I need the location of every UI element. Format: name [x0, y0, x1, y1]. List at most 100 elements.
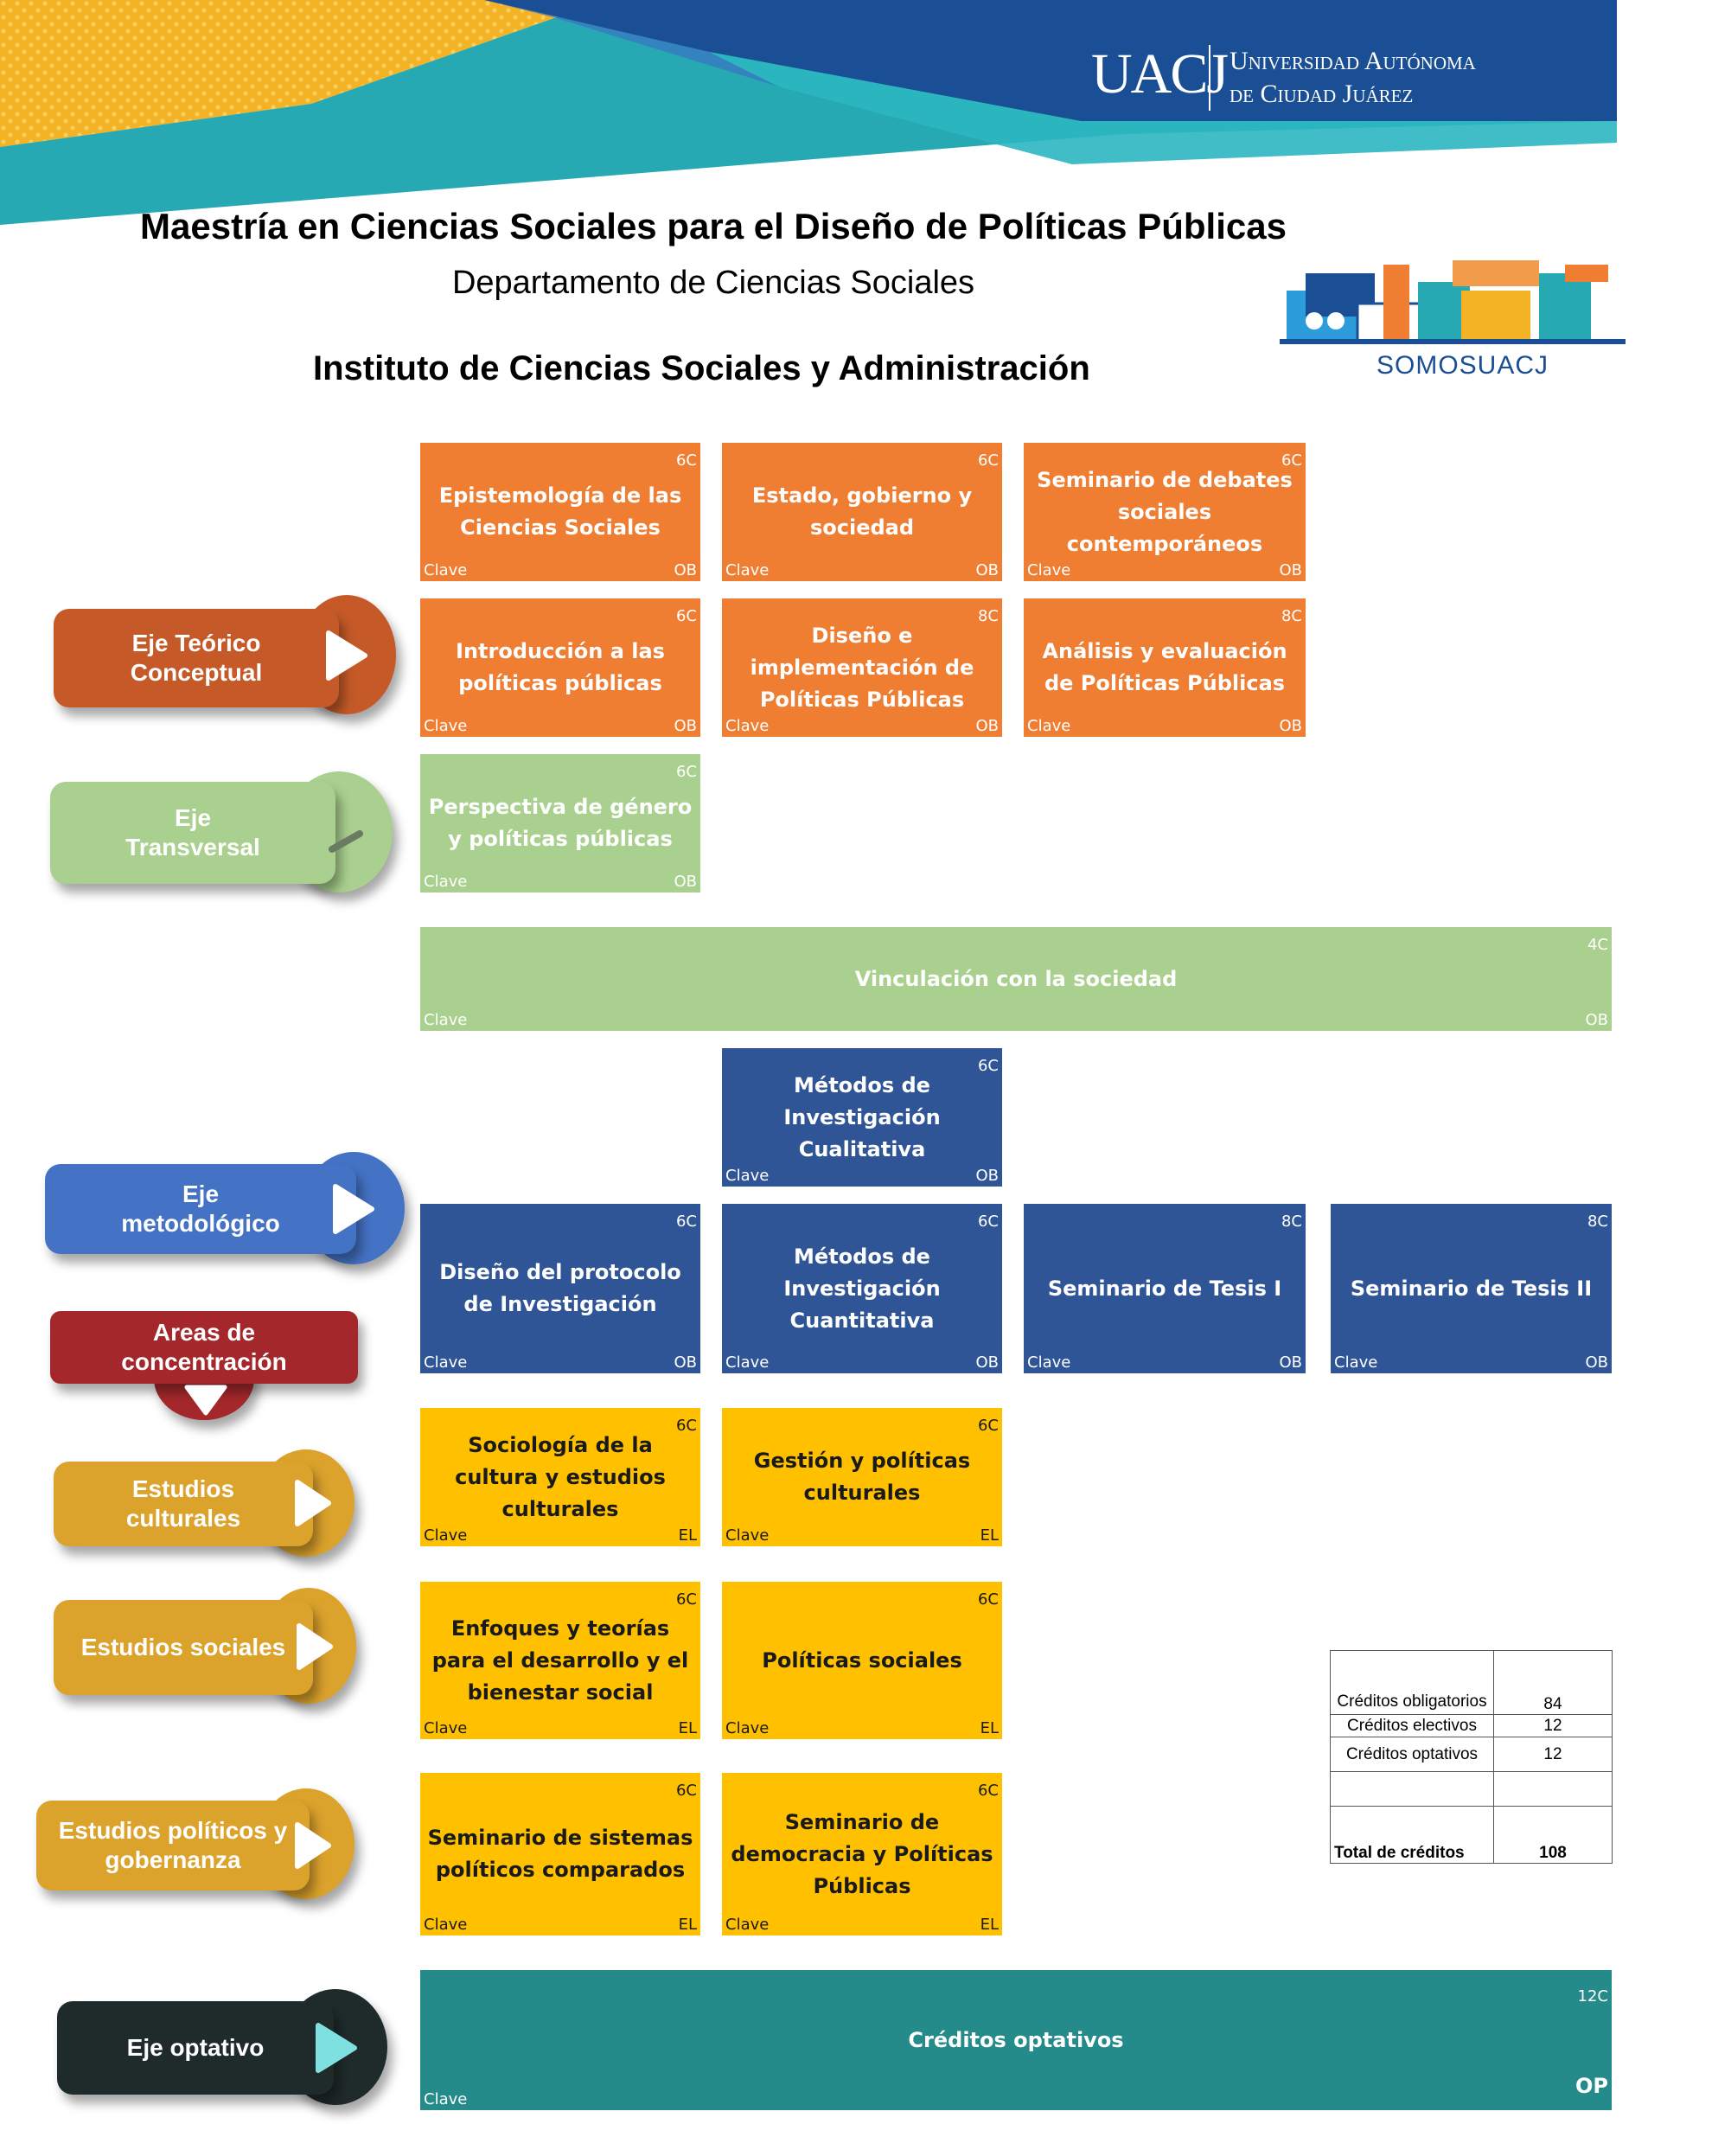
course-clave: Clave [424, 873, 468, 891]
course-clave: Clave [1027, 561, 1071, 579]
axis-teorico-pill: Eje Teórico Conceptual [54, 609, 339, 707]
course-card[interactable]: 6C Métodos de Investigación Cualitativa … [722, 1048, 1002, 1187]
course-name: Perspectiva de género y políticas públic… [428, 795, 693, 851]
course-credits: 6C [977, 1417, 999, 1435]
axis-politicos-label: Estudios políticos y gobernanza [58, 1817, 288, 1873]
course-credits: 8C [1281, 1212, 1302, 1231]
course-credits: 8C [1587, 1212, 1608, 1231]
course-clave: Clave [725, 1719, 770, 1737]
course-clave: Clave [424, 717, 468, 735]
table-cell: Créditos obligatorios [1330, 1650, 1494, 1715]
play-icon[interactable] [292, 1821, 334, 1870]
course-credits: 6C [977, 1782, 999, 1800]
course-credits: 6C [977, 1590, 999, 1609]
header-banner [0, 0, 1617, 225]
axis-culturales-label: Estudios culturales [125, 1475, 241, 1532]
course-card[interactable]: 6C Seminario de democracia y Políticas P… [722, 1773, 1002, 1935]
course-credits: 8C [977, 607, 999, 625]
course-name: Seminario de debates sociales contemporá… [1037, 467, 1293, 556]
play-icon[interactable] [330, 1183, 377, 1235]
course-clave: Clave [725, 1916, 770, 1934]
course-name: Enfoques y teorías para el desarrollo y … [431, 1615, 689, 1705]
course-card[interactable]: 6C Métodos de Investigación Cuantitativa… [722, 1204, 1002, 1373]
course-name: Seminario de Tesis I [1047, 1276, 1282, 1301]
course-name: Análisis y evaluación de Políticas Públi… [1042, 639, 1287, 695]
course-clave: Clave [725, 1353, 770, 1372]
play-icon[interactable] [294, 1622, 335, 1671]
course-name: Seminario de Tesis II [1350, 1276, 1593, 1301]
course-card[interactable]: 6C Epistemología de las Ciencias Sociale… [420, 443, 700, 581]
course-card[interactable]: 8C Seminario de Tesis I Clave OB [1024, 1204, 1306, 1373]
course-card[interactable]: 6C Gestión y políticas culturales Clave … [722, 1408, 1002, 1546]
course-name: Métodos de Investigación Cualitativa [783, 1072, 941, 1161]
course-clave: Clave [1334, 1353, 1378, 1372]
axis-politicos: Estudios políticos y gobernanza [36, 1788, 365, 1918]
play-icon[interactable] [313, 2022, 360, 2074]
axis-optativo-label: Eje optativo [126, 2034, 265, 2061]
course-type: OB [1585, 1353, 1608, 1372]
course-name: Métodos de Investigación Cuantitativa [783, 1244, 941, 1333]
program-title: Maestría en Ciencias Sociales para el Di… [140, 206, 1287, 246]
course-card[interactable]: 8C Análisis y evaluación de Políticas Pú… [1024, 598, 1306, 737]
course-card[interactable]: 6C Sociología de la cultura y estudios c… [420, 1408, 700, 1546]
course-card[interactable]: 6C Seminario de sistemas políticos compa… [420, 1773, 700, 1935]
course-credits: 6C [1281, 451, 1302, 470]
chevron-down-icon[interactable] [183, 1384, 228, 1417]
course-card[interactable]: 4C Vinculación con la sociedad Clave OB [420, 927, 1612, 1031]
somos-uacj-logo: SOMOSUACJ [1280, 256, 1626, 386]
course-card[interactable]: 6C Perspectiva de género y políticas púb… [420, 754, 700, 892]
course-card[interactable]: 6C Diseño del protocolo de Investigación… [420, 1204, 700, 1373]
course-clave: Clave [725, 1167, 770, 1185]
course-card[interactable]: 6C Enfoques y teorías para el desarrollo… [420, 1582, 700, 1739]
axis-optativo: Eje optativo [57, 1989, 394, 2119]
institute-name: Instituto de Ciencias Sociales y Adminis… [313, 349, 1090, 387]
course-type: OB [975, 1353, 999, 1372]
course-type: OB [674, 1353, 697, 1372]
course-credits: 6C [977, 1057, 999, 1075]
campus-illustration [1280, 260, 1626, 344]
axis-teorico: Eje Teórico Conceptual [54, 592, 399, 730]
course-card[interactable]: 8C Diseño e implementación de Políticas … [722, 598, 1002, 737]
course-card[interactable]: 6C Introducción a las políticas públicas… [420, 598, 700, 737]
course-clave: Clave [725, 1526, 770, 1545]
course-type: EL [678, 1719, 697, 1737]
course-card[interactable]: 6C Estado, gobierno y sociedad Clave OB [722, 443, 1002, 581]
axis-culturales-pill: Estudios culturales [54, 1462, 313, 1546]
course-type: EL [678, 1526, 697, 1545]
course-card[interactable]: 8C Seminario de Tesis II Clave OB [1331, 1204, 1612, 1373]
university-name: Universidad Autónoma de Ciudad Juárez [1230, 45, 1476, 111]
axis-transversal: Eje Transversal [50, 768, 396, 906]
course-type: EL [980, 1916, 999, 1934]
axis-optativo-pill: Eje optativo [57, 2001, 334, 2095]
axis-culturales: Estudios culturales [54, 1449, 365, 1571]
play-icon[interactable] [323, 630, 370, 681]
table-cell: Créditos optativos [1330, 1737, 1494, 1772]
course-card[interactable]: 6C Políticas sociales Clave EL [722, 1582, 1002, 1739]
axis-sociales-label: Estudios sociales [80, 1634, 286, 1660]
axis-sociales-pill: Estudios sociales [54, 1600, 313, 1695]
minus-icon[interactable] [327, 828, 365, 854]
axis-areas-label: Areas de concentración [121, 1319, 287, 1375]
course-clave: Clave [424, 1526, 468, 1545]
play-icon[interactable] [292, 1479, 334, 1527]
course-credits: 6C [675, 607, 697, 625]
course-clave: Clave [725, 561, 770, 579]
axis-areas-pill: Areas de concentración [50, 1311, 358, 1384]
course-credits: 6C [675, 763, 697, 781]
course-card[interactable]: 12C Créditos optativos Clave OP [420, 1970, 1612, 2110]
axis-metodologico-pill: Eje metodológico [45, 1164, 356, 1254]
axis-sociales: Estudios sociales [54, 1588, 365, 1709]
table-row: Total de créditos 108 [1330, 1806, 1613, 1864]
axis-politicos-pill: Estudios políticos y gobernanza [36, 1801, 310, 1890]
course-type: EL [678, 1916, 697, 1934]
table-cell: 12 [1493, 1737, 1613, 1772]
course-type: OB [1279, 717, 1302, 735]
course-credits: 4C [1587, 936, 1608, 954]
table-cell: Créditos electivos [1330, 1714, 1494, 1737]
course-clave: Clave [424, 561, 468, 579]
course-card[interactable]: 6C Seminario de debates sociales contemp… [1024, 443, 1306, 581]
course-type: OB [674, 873, 697, 891]
course-name: Diseño del protocolo de Investigación [439, 1260, 681, 1316]
table-row: Créditos optativos 12 [1330, 1737, 1613, 1772]
course-clave: Clave [1027, 1353, 1071, 1372]
